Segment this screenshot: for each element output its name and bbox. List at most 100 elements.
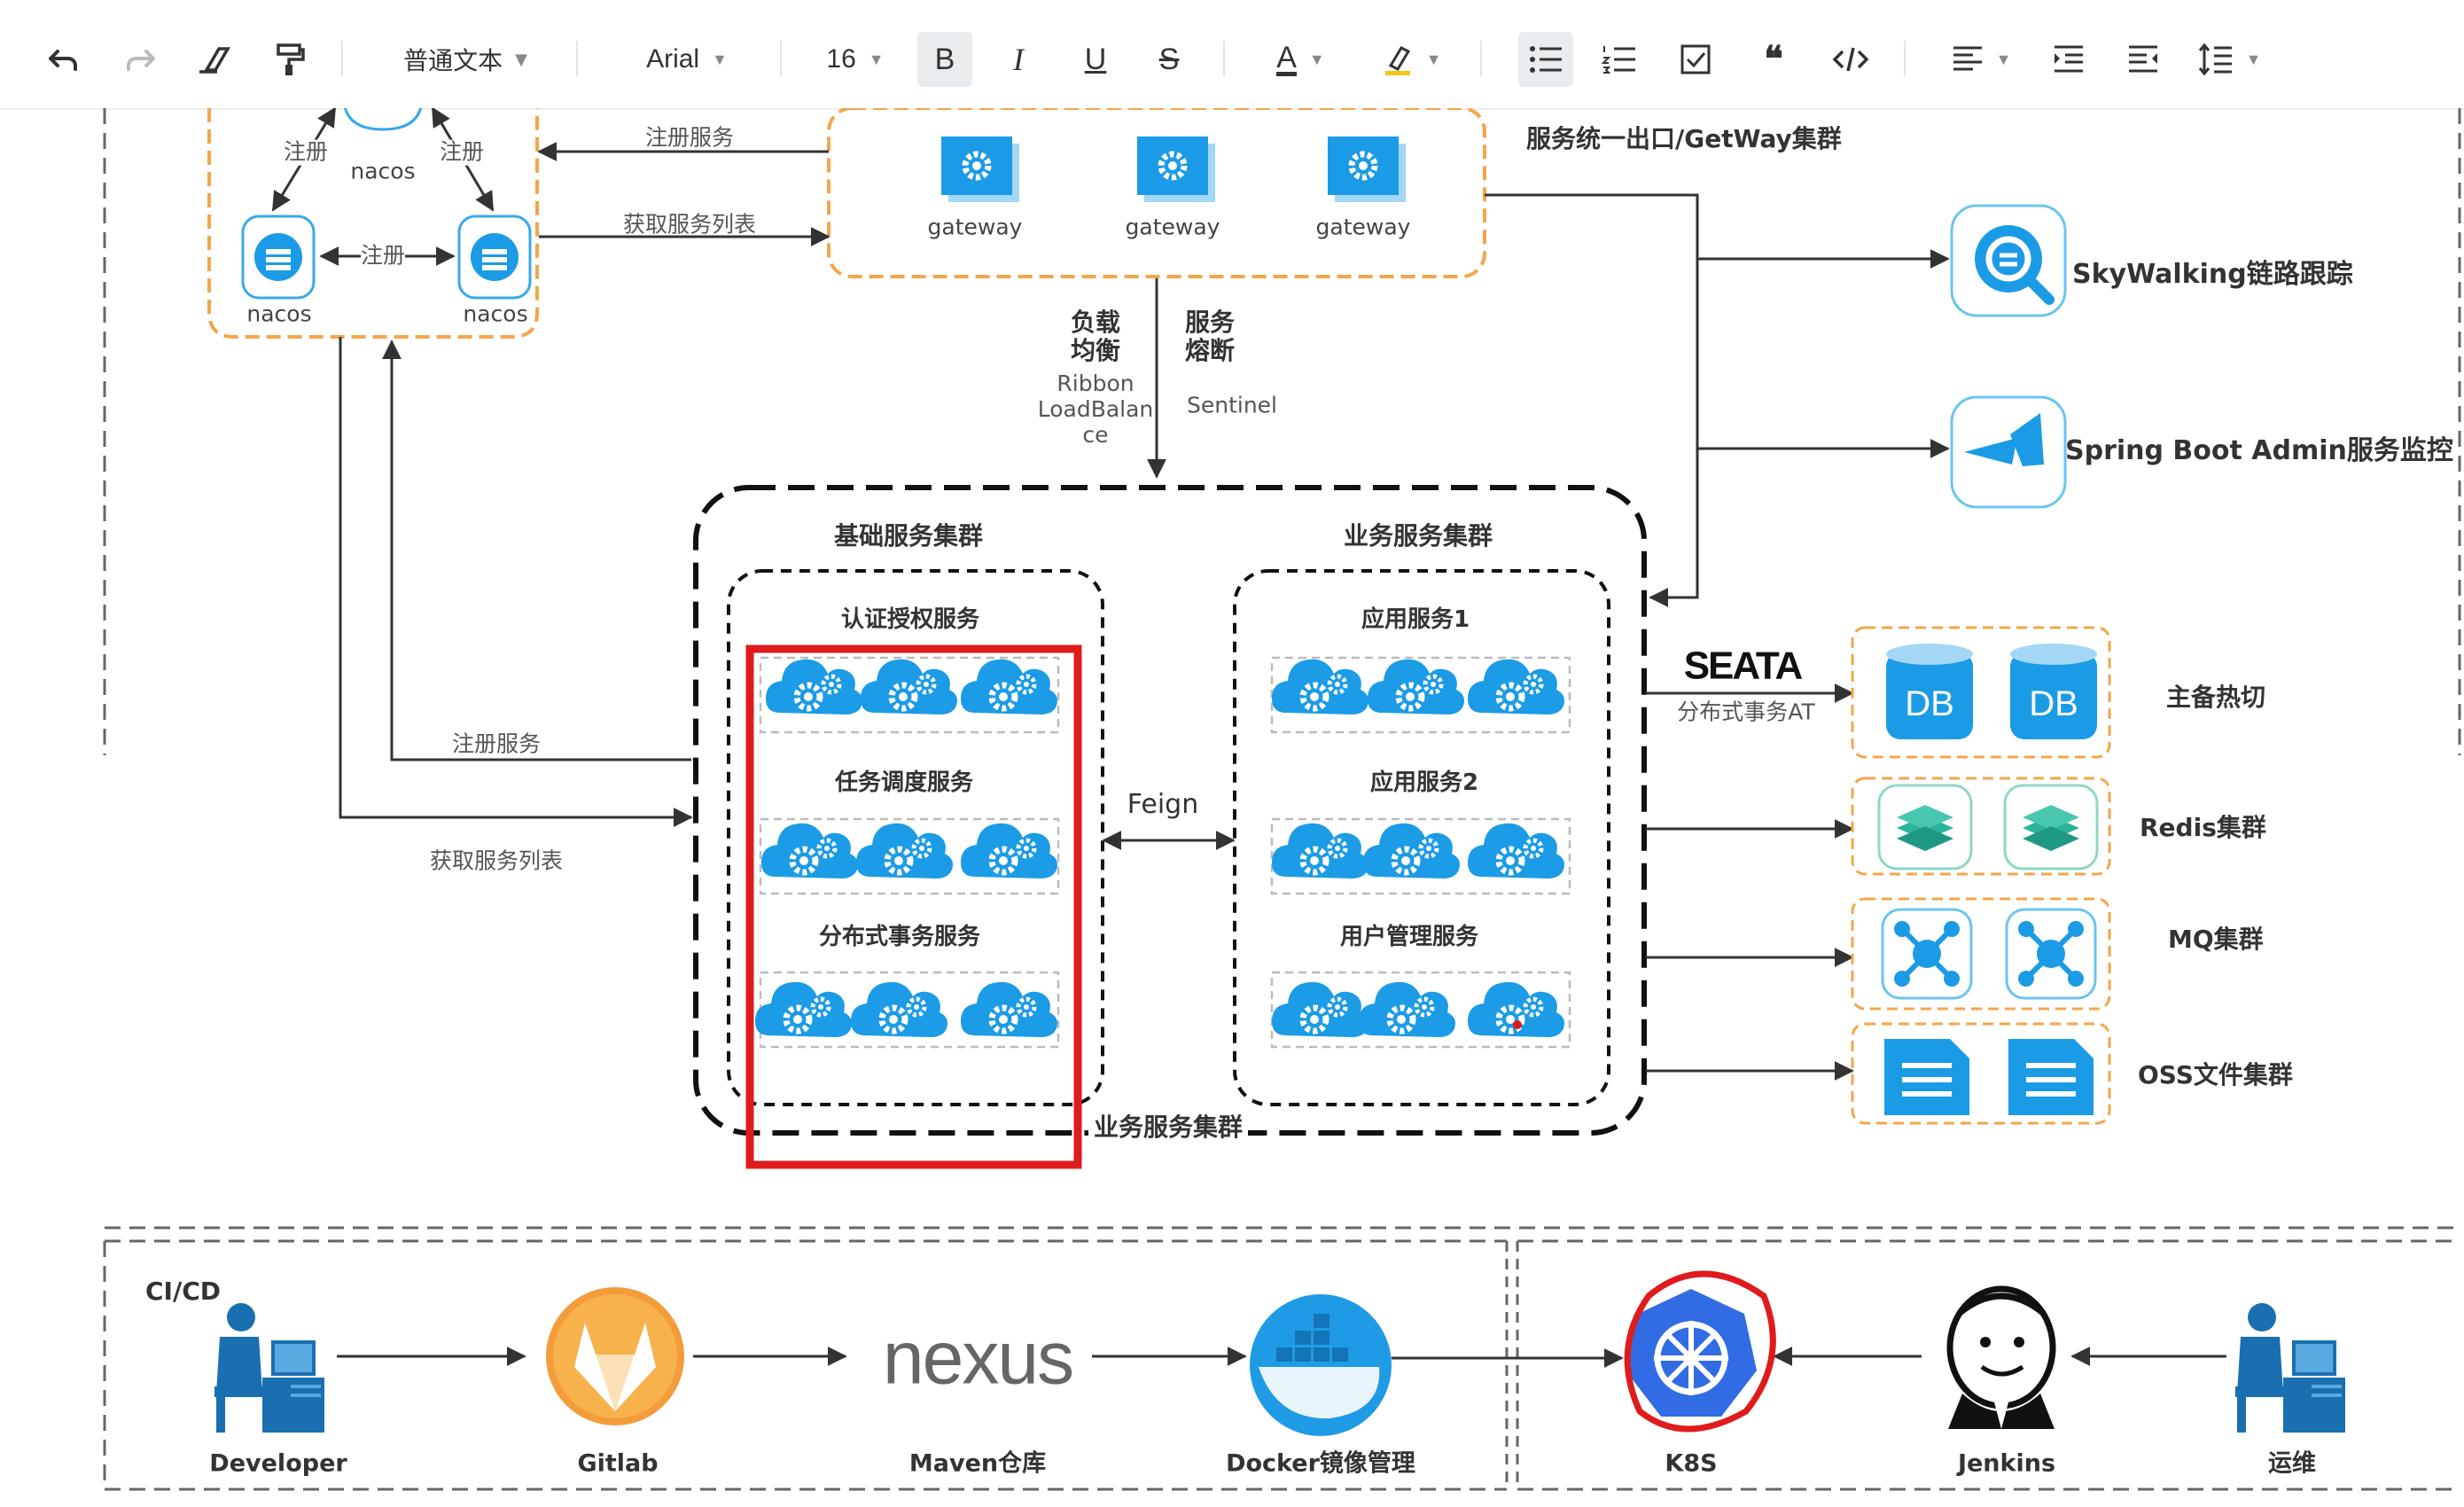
chevron-down-icon: ▼ [712,50,728,68]
font-size-value: 16 [826,44,856,74]
checklist-button[interactable] [1668,32,1723,87]
undo-button[interactable] [35,32,90,87]
service-name: 认证授权服务 [840,606,980,634]
line-height-button[interactable]: ▼ [2187,32,2272,87]
chevron-down-icon: ▼ [868,50,885,68]
base-cluster-title: 基础服务集群 [833,520,984,550]
seata-logo: SEATA [1683,644,1804,688]
toolbar-divider [576,41,578,76]
cluster-bottom-label: 业务服务集群 [1088,1113,1249,1143]
underline-button[interactable]: U [1068,32,1123,87]
nacos-node-label: nacos [463,301,528,327]
jenkins-label: Jenkins [1957,1449,2056,1478]
edge-label-register-service: 注册服务 [451,730,542,757]
bullet-list-icon [1530,46,1562,73]
circuit-breaker-detail: Sentinel [1186,392,1278,418]
align-left-icon [1953,46,1982,71]
redo-icon [127,50,155,71]
format-painter-icon [277,43,305,75]
indent-icon [2055,45,2083,73]
nacos-register-label: 注册 [439,138,485,166]
developer-label: Developer [209,1449,347,1478]
toolbar-divider [1904,41,1906,76]
edge-label-fetch-service-list: 获取服务列表 [429,847,564,874]
code-button[interactable] [1823,32,1878,87]
line-height-icon [2198,43,2232,76]
outdent-icon [2129,45,2157,73]
paragraph-style-value: 普通文本 [403,46,503,75]
spring-boot-admin-label: Spring Boot Admin服务监控 [2065,434,2453,466]
quote-button[interactable]: ❝ [1746,32,1801,87]
docker-label: Docker镜像管理 [1226,1449,1415,1478]
nacos-node-label: nacos [246,301,312,327]
highlight-color-button[interactable]: ▼ [1369,32,1454,87]
db-icon: DB [1905,684,1954,723]
underline-icon: U [1084,42,1107,76]
gateway-cluster-title: 服务统一出口/GetWay集群 [1526,123,1842,153]
font-family-select[interactable]: Arial ▼ [620,32,753,87]
code-icon [1832,47,1869,72]
chevron-down-icon: ▼ [1425,50,1442,68]
toolbar-divider [780,41,782,76]
toolbar-divider [1223,41,1225,76]
load-balance-detail: Ribbon LoadBalan ce [1037,370,1154,448]
bold-icon: B [934,42,955,76]
outdent-button[interactable] [2116,32,2171,87]
strikethrough-icon: S [1158,42,1180,76]
k8s-label: K8S [1665,1449,1718,1478]
db-label: 主备热切 [2166,682,2266,712]
undo-icon [49,50,77,71]
db-icon: DB [2029,684,2078,723]
bullet-list-button[interactable] [1518,32,1573,87]
font-family-value: Arial [646,44,700,74]
cicd-title: CI/CD [145,1276,221,1306]
highlighter-icon [1384,46,1410,75]
paragraph-style-select[interactable]: 普通文本 ▼ [381,32,550,87]
chevron-down-icon: ▼ [1995,50,2012,68]
load-balance-title: 负载 均衡 [1070,307,1121,365]
clear-format-button[interactable] [186,32,241,87]
indent-button[interactable] [2041,32,2096,87]
format-painter-button[interactable] [261,32,316,87]
gateway-node-label: gateway [1315,214,1411,240]
bold-button[interactable]: B [917,32,972,87]
service-name: 应用服务2 [1369,769,1479,797]
nacos-register-label: 注册 [283,138,329,166]
skywalking-label: SkyWalking链路跟踪 [2072,258,2353,290]
gateway-node-label: gateway [927,214,1023,240]
chevron-down-icon: ▼ [515,50,527,69]
feign-label: Feign [1127,788,1199,820]
business-cluster-title: 业务服务集群 [1343,520,1493,550]
mq-label: MQ集群 [2168,924,2264,954]
diagram-lines [103,108,2461,1491]
numbered-list-icon [1602,46,1635,74]
editor-toolbar: 普通文本 ▼ Arial ▼ 16 ▼ B I U S A▼ ▼ ❝ ▼ ▼ [0,0,2464,110]
service-name: 应用服务1 [1361,606,1470,634]
font-color-button[interactable]: A▼ [1259,32,1343,87]
nacos-register-label: 注册 [360,242,406,269]
font-size-select[interactable]: 16 ▼ [811,32,900,87]
italic-button[interactable]: I [991,32,1046,87]
toolbar-divider [341,41,343,76]
edge-label-register-service: 注册服务 [644,124,735,151]
strikethrough-button[interactable]: S [1142,32,1197,87]
nacos-node-label: nacos [350,158,416,184]
nexus-logo: nexus [882,1316,1074,1400]
circuit-breaker-title: 服务 熔断 [1184,307,1236,365]
service-name: 用户管理服务 [1339,924,1479,951]
chevron-down-icon: ▼ [1308,50,1325,68]
oss-label: OSS文件集群 [2138,1059,2293,1089]
architecture-diagram: nacos nacos nacos 注册 注册 注册 注册服务 获取服务列表 g… [0,108,2464,1507]
clear-format-icon [199,47,231,74]
align-button[interactable]: ▼ [1939,32,2023,87]
italic-icon: I [1013,42,1024,77]
quote-icon: ❝ [1764,40,1783,79]
checkbox-icon [1680,44,1711,74]
service-name: 任务调度服务 [834,769,974,797]
maven-label: Maven仓库 [908,1449,1047,1478]
redo-button[interactable] [113,32,168,87]
numbered-list-button[interactable] [1592,32,1647,87]
gateway-node-label: gateway [1125,214,1220,240]
service-name: 分布式事务服务 [818,924,981,951]
gitlab-label: Gitlab [577,1449,659,1478]
